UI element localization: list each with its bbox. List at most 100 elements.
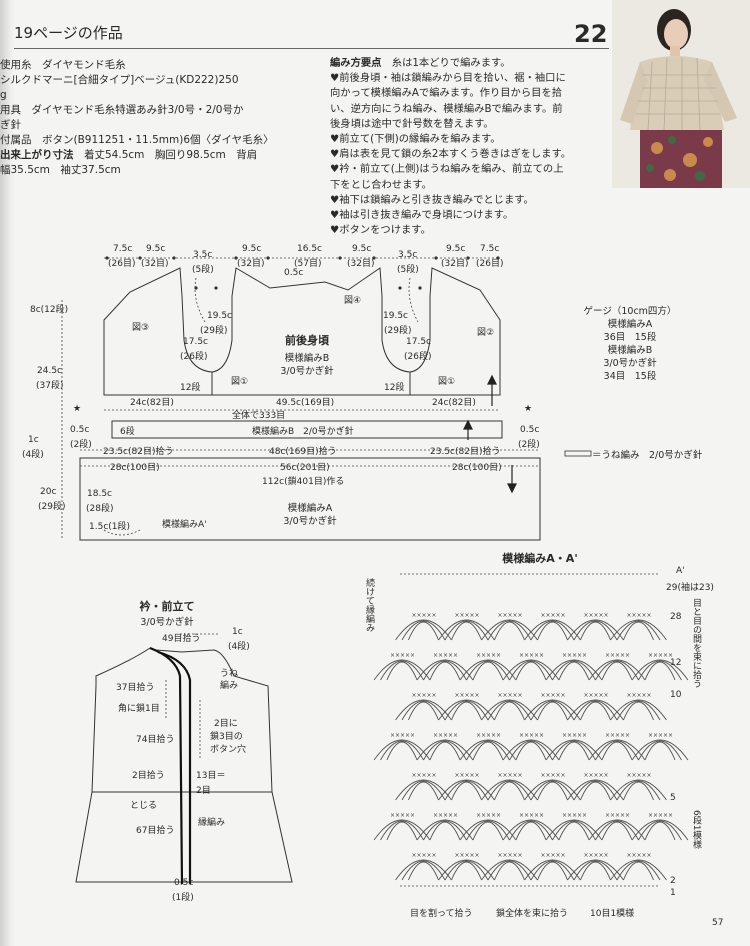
stitch-x-mark: ×	[395, 652, 400, 659]
stitch-x-mark: ×	[599, 852, 604, 859]
stitch-arc	[545, 739, 603, 761]
stitch-x-mark: ×	[610, 812, 615, 819]
stitch-x-mark: ×	[589, 852, 594, 859]
row-top-1: (26目)	[108, 259, 136, 269]
stitch-x-mark: ×	[503, 612, 508, 619]
chart-row-5: 5	[670, 793, 676, 803]
stitch-x-mark: ×	[405, 652, 410, 659]
stitch-x-mark: ×	[498, 772, 503, 779]
stitch-x-mark: ×	[460, 612, 465, 619]
stitch-arc	[631, 819, 689, 841]
stitch-x-mark: ×	[518, 852, 523, 859]
stitch-x-mark: ×	[577, 812, 582, 819]
collar-corner: 角に鎖1目	[118, 704, 160, 714]
stitch-x-mark: ×	[476, 732, 481, 739]
stitch-arc	[380, 660, 424, 681]
stitch-x-mark: ×	[427, 692, 432, 699]
stitch-x-mark: ×	[443, 812, 448, 819]
stitch-x-mark: ×	[518, 612, 523, 619]
stitch-arc	[444, 860, 489, 881]
collar-pick-2: 2目拾う	[132, 771, 165, 781]
dim-top-8: 9.5c	[446, 244, 466, 254]
stitch-arc	[438, 699, 495, 721]
stitch-x-mark: ×	[513, 692, 518, 699]
stitch-arc	[444, 700, 489, 721]
yarn-unit: g	[0, 89, 7, 101]
stitch-x-mark: ×	[620, 732, 625, 739]
stitch-x-mark: ×	[615, 812, 620, 819]
stitch-arc	[395, 699, 452, 721]
stitch-x-mark: ×	[410, 652, 415, 659]
width-side-right: 24c(82目)	[432, 398, 476, 408]
stitch-arc	[545, 659, 603, 681]
gauge-b-label: 模様編みB	[607, 345, 653, 356]
armhole-left-2: 17.5c	[183, 337, 208, 347]
stitch-arc	[601, 821, 633, 841]
collar-btn-1: 2目に	[214, 719, 238, 729]
stitch-x-mark: ×	[417, 852, 422, 859]
stitch-arc	[509, 820, 553, 841]
stitch-x-mark: ×	[427, 612, 432, 619]
stitch-arc	[537, 861, 568, 881]
stitch-x-mark: ×	[519, 652, 524, 659]
stitch-arc	[459, 659, 517, 681]
stitch-x-mark: ×	[584, 852, 589, 859]
stitch-arc	[610, 699, 667, 721]
stitch-x-mark: ×	[599, 772, 604, 779]
chart-title: 模様編みA・A'	[502, 552, 578, 565]
stitch-x-mark: ×	[422, 692, 427, 699]
stitch-arc	[487, 700, 532, 721]
stitch-arc	[610, 859, 667, 881]
stitch-arc	[451, 861, 482, 881]
stitch-x-mark: ×	[432, 612, 437, 619]
instructions-block: 編み方要点 糸は1本どりで編みます。 ♥前後身頃・袖は鎖編みから目を拾い、裾・袖…	[330, 56, 610, 238]
stitch-arc	[623, 781, 654, 801]
stitch-x-mark: ×	[604, 852, 609, 859]
stitch-x-mark: ×	[604, 692, 609, 699]
stitch-x-mark: ×	[572, 732, 577, 739]
stitch-x-mark: ×	[604, 772, 609, 779]
row-top-7: (5段)	[397, 265, 419, 275]
stitch-x-mark: ×	[395, 732, 400, 739]
stitch-x-mark: ×	[637, 852, 642, 859]
stitch-arc	[401, 620, 446, 641]
stitch-x-mark: ×	[642, 852, 647, 859]
stitch-x-mark: ×	[663, 652, 668, 659]
stitch-arc	[631, 659, 689, 681]
row-top-5: (57目)	[294, 259, 322, 269]
stitch-x-mark: ×	[491, 732, 496, 739]
row-top-4: (32目)	[237, 259, 265, 269]
stitch-x-mark: ×	[627, 772, 632, 779]
stitch-arc	[451, 701, 482, 721]
skirt-back: 56c(201目)	[280, 463, 330, 473]
stitch-x-mark: ×	[539, 812, 544, 819]
stitch-arc	[438, 619, 495, 641]
stitch-x-mark: ×	[594, 852, 599, 859]
stitch-arc	[595, 740, 639, 761]
stitch-x-mark: ×	[433, 812, 438, 819]
dim-top-7: 3.5c	[398, 250, 418, 260]
stitch-x-mark: ×	[604, 612, 609, 619]
legend-unune: ＝うね編み 2/0号かぎ針	[592, 450, 703, 461]
armhole-right-2: 17.5c	[406, 337, 431, 347]
stitch-arc	[401, 860, 446, 881]
stitch-x-mark: ×	[637, 772, 642, 779]
stitch-x-mark: ×	[438, 652, 443, 659]
stitch-x-mark: ×	[648, 652, 653, 659]
instruction-line: ♥袖下は鎖編みと引き抜き編みでとじます。	[330, 193, 534, 206]
band-rows: 6段	[120, 427, 135, 437]
stitch-arc	[588, 659, 646, 681]
stitch-x-mark: ×	[561, 772, 566, 779]
stitch-x-mark: ×	[668, 812, 673, 819]
stitch-arc	[515, 821, 547, 841]
star-left: ★	[73, 404, 82, 414]
stitch-x-mark: ×	[460, 692, 465, 699]
stitch-x-mark: ×	[427, 772, 432, 779]
stitch-x-mark: ×	[438, 732, 443, 739]
stitch-arc	[558, 741, 590, 761]
stitch-x-mark: ×	[648, 812, 653, 819]
armhole-left-1: 19.5c	[207, 311, 232, 321]
armhole-right-1r: (29段)	[384, 326, 412, 336]
stitch-arc	[644, 821, 676, 841]
stitch-x-mark: ×	[668, 732, 673, 739]
